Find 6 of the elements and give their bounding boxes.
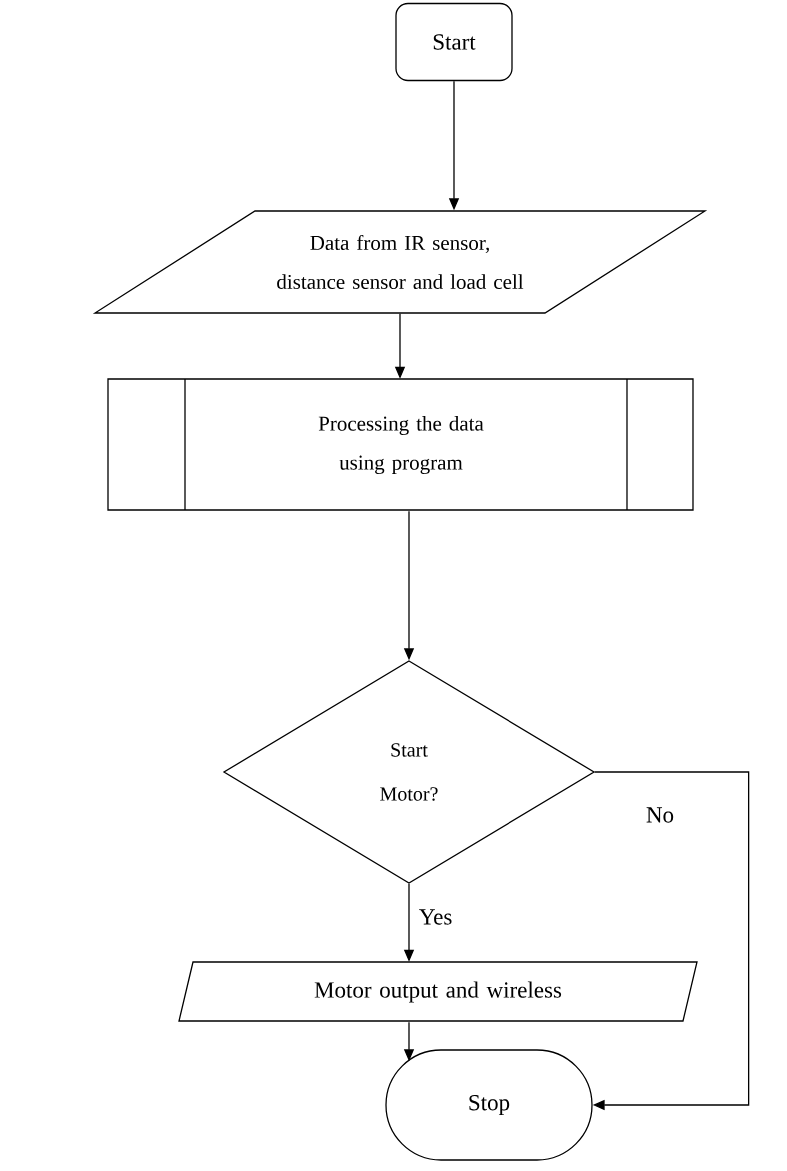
- terminal-box: Start: [395, 2, 513, 82]
- edge-label: No: [643, 805, 677, 825]
- output-parallelogram: Motor output and wireless: [178, 961, 698, 1022]
- process-box: Processing the data using program: [107, 378, 694, 511]
- terminal-box: Stop: [385, 1049, 593, 1161]
- edge-label: Yes: [416, 907, 455, 927]
